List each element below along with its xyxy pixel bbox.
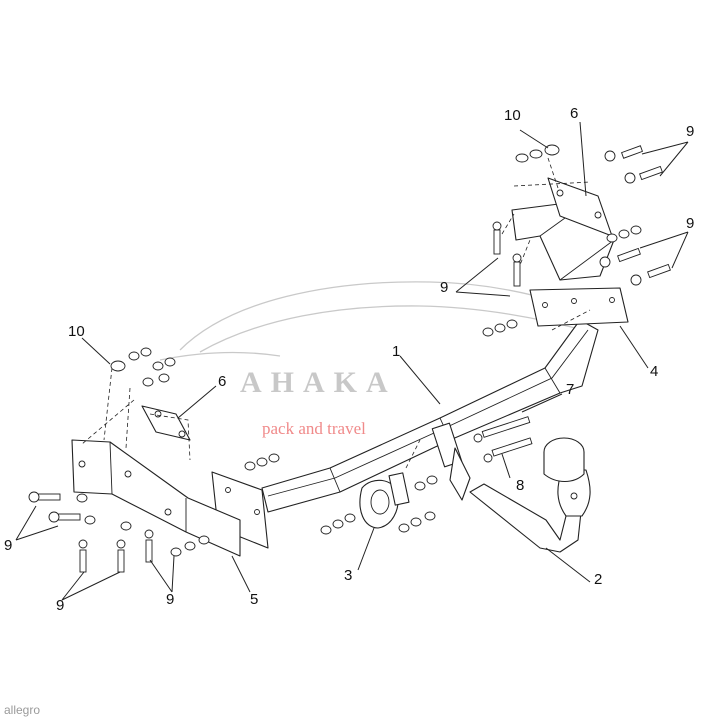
callout-part-4: 4 [650, 363, 658, 380]
bolt-icon [630, 263, 671, 286]
socket-plate [359, 472, 410, 529]
bolt-icon [473, 416, 531, 443]
callout-part-9-left: 9 [4, 537, 12, 554]
nut-icon [398, 511, 436, 533]
callout-part-5: 5 [250, 591, 258, 608]
callout-part-6-right: 6 [570, 105, 578, 122]
callout-part-9-bottom-mid: 9 [166, 591, 174, 608]
left-clamp-plate [141, 405, 191, 441]
washer-icon [515, 144, 560, 163]
left-mounting-bracket [71, 439, 241, 557]
assembly-guide-lines [81, 157, 591, 469]
washer-icon [76, 493, 132, 531]
callout-part-6-left: 6 [218, 373, 226, 390]
nut-icon [320, 513, 356, 535]
fasteners [28, 144, 671, 573]
tow-ball-assembly [469, 437, 591, 553]
callout-part-3: 3 [344, 567, 352, 584]
watermark: AHAKA pack and travel [159, 281, 611, 438]
bolt-icon [78, 539, 88, 573]
bolt-icon [512, 253, 522, 287]
bolt-icon [599, 247, 641, 268]
right-end-plate [529, 287, 629, 327]
bolt-icon [624, 165, 663, 184]
bolt-icon [483, 437, 533, 463]
nut-icon [128, 347, 176, 371]
nut-icon [482, 319, 518, 337]
watermark-brand: AHAKA [240, 366, 397, 399]
callout-part-1: 1 [392, 343, 400, 360]
watermark-slogan: pack and travel [262, 419, 366, 438]
callout-part-9-top-right: 9 [686, 123, 694, 140]
callout-part-10-left: 10 [68, 323, 85, 340]
callout-part-9-bottom-left: 9 [56, 597, 64, 614]
bolt-icon [116, 539, 126, 573]
nut-icon [414, 475, 438, 491]
washer-icon [606, 225, 642, 243]
callout-labels: 1 2 3 4 5 6 6 7 8 9 9 9 9 9 9 10 10 [4, 105, 694, 614]
bolt-icon [48, 511, 81, 523]
washer-icon [170, 535, 210, 557]
bolt-icon [144, 529, 154, 563]
callout-part-9-center: 9 [440, 279, 448, 296]
callout-part-8: 8 [516, 477, 524, 494]
callout-leaders [15, 121, 689, 601]
callout-part-7: 7 [566, 381, 574, 398]
bolt-icon [492, 221, 502, 255]
main-crossbeam [261, 319, 599, 513]
source-mark: allegro [4, 703, 40, 717]
callout-part-9-mid-right: 9 [686, 215, 694, 232]
bolt-icon [604, 145, 643, 162]
nut-icon [244, 453, 280, 471]
callout-part-10-right: 10 [504, 107, 521, 124]
bolt-icon [28, 491, 61, 503]
callout-part-2: 2 [594, 571, 602, 588]
washer-icon [110, 360, 170, 387]
